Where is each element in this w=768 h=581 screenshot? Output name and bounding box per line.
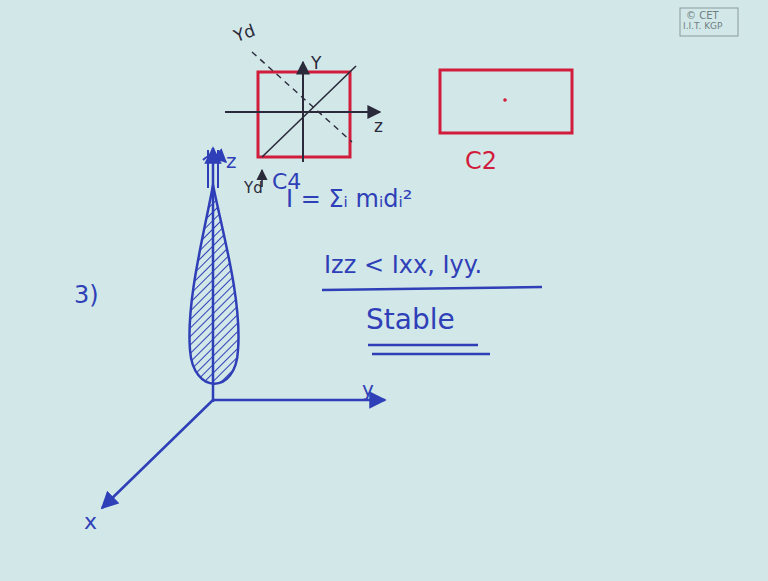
watermark-box xyxy=(680,8,738,36)
z-axis xyxy=(225,111,380,113)
x-axis xyxy=(102,400,213,508)
note: Stable xyxy=(366,305,455,336)
watermark: I.I.T. KGP xyxy=(683,22,723,32)
diagonal-dashed xyxy=(252,52,352,142)
symmetry-label: C2 xyxy=(465,148,497,174)
formula: I = Σᵢ mᵢdᵢ² xyxy=(286,186,412,212)
y-axis xyxy=(213,399,385,402)
axis-label: Yd xyxy=(244,180,263,197)
axis-label: Yd xyxy=(231,21,257,46)
rectangle-outline xyxy=(440,70,572,133)
item-number: 3) xyxy=(74,282,99,308)
underline xyxy=(372,353,490,356)
z-axis xyxy=(212,148,215,402)
diagonal-line xyxy=(262,66,356,157)
watermark: © CET xyxy=(686,10,719,21)
axis-label: Y xyxy=(311,54,321,73)
underline xyxy=(368,344,478,347)
axis-label: z xyxy=(226,150,237,172)
inequality: Izz < Ixx, Iyy. xyxy=(324,252,482,278)
underline xyxy=(322,287,542,290)
rotation-arrow xyxy=(203,155,226,162)
center-dot xyxy=(503,98,507,102)
axis-label: x xyxy=(84,510,97,534)
axis-label: y xyxy=(362,378,374,400)
axis-label: z xyxy=(374,117,383,136)
